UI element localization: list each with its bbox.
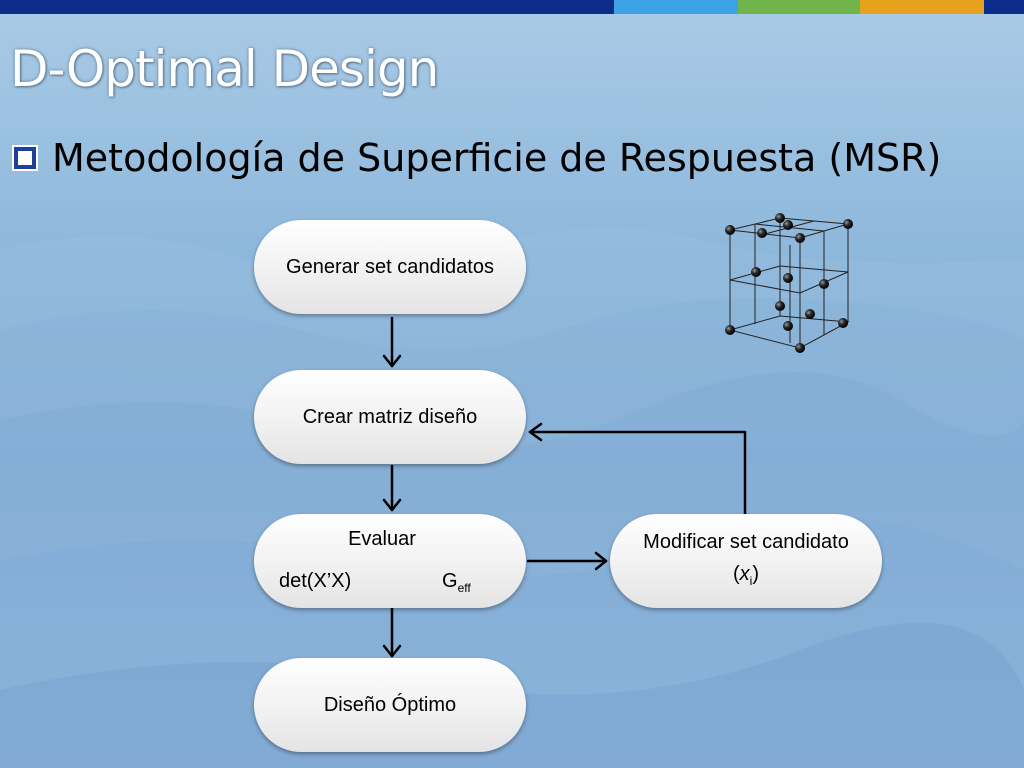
node-evaluar-det: det(X’X) <box>279 570 352 592</box>
factorial-design-cube-icon <box>725 213 853 353</box>
slide-title: D-Optimal Design <box>10 40 439 98</box>
node-generar-candidatos: Generar set candidatos <box>254 220 526 314</box>
node-evaluar-geff: Geff <box>442 570 471 595</box>
node-diseno-label: Diseño Óptimo <box>323 693 457 716</box>
bullet-item: Metodología de Superficie de Respuesta (… <box>12 136 942 180</box>
node-modificar-candidato: Modificar set candidato (xi) <box>610 514 882 608</box>
node-modificar-line2: (xi) <box>732 562 759 588</box>
node-diseno-optimo: Diseño Óptimo <box>254 658 526 752</box>
node-evaluar-label: Evaluar <box>348 528 416 550</box>
node-generar-label: Generar set candidatos <box>286 255 494 278</box>
top-color-bar <box>0 0 1024 14</box>
bullet-text: Metodología de Superficie de Respuesta (… <box>52 136 942 180</box>
node-crear-label: Crear matriz diseño <box>302 405 478 428</box>
bullet-square-icon <box>12 145 38 171</box>
node-modificar-line1: Modificar set candidato <box>643 530 849 553</box>
node-crear-matriz: Crear matriz diseño <box>254 370 526 464</box>
node-evaluar: Evaluar det(X’X) Geff <box>254 514 526 608</box>
